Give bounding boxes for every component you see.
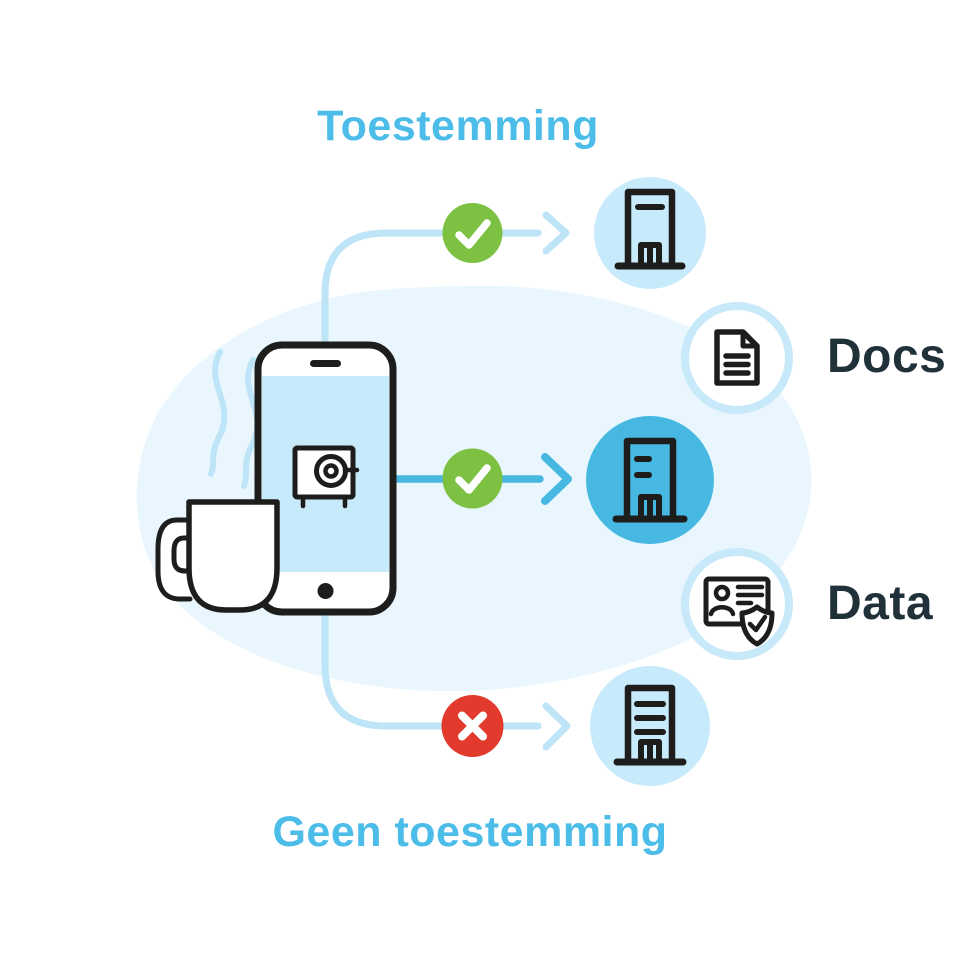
steam-icon [208,349,261,489]
label-docs: Docs [827,330,947,383]
title-consent: Toestemming [317,102,599,150]
mug-icon [155,499,280,613]
label-data: Data [827,577,934,630]
docs-bubble [681,302,793,414]
checkmark-icon [455,464,491,494]
organisation-top [594,177,706,289]
arrowhead-top-icon [542,211,570,255]
connector-top [321,211,570,434]
shield-check-icon [739,604,775,647]
organisation-middle [586,416,714,544]
label-no-consent: Geen toestemming [272,808,668,856]
consent-denied-badge [441,695,504,757]
connector-bottom [321,556,571,751]
phone-speaker [310,360,341,367]
home-button [317,583,334,599]
data-bubble [681,548,793,660]
building-icon [614,188,686,270]
cross-icon [458,711,487,741]
building-icon [613,684,687,766]
safe-icon [292,445,360,509]
building-icon [612,437,688,523]
document-icon [714,329,760,386]
arrowhead-bottom-icon [542,702,571,751]
organisation-bottom [590,666,710,786]
consent-granted-badge-top [442,203,503,263]
phone-illustration [254,341,397,616]
checkmark-icon [455,219,491,249]
mug-body [186,499,280,613]
consent-granted-badge-middle [442,448,503,509]
arrowhead-middle-icon [541,453,572,505]
